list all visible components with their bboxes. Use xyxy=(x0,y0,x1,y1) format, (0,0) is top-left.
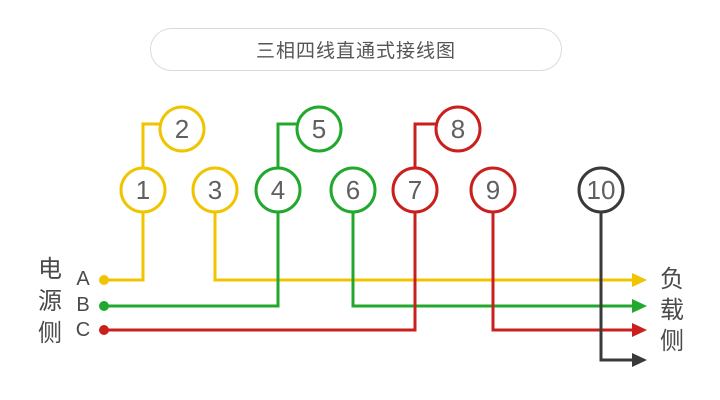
load-side-label: 负载侧 xyxy=(660,266,684,355)
terminal-8-number: 8 xyxy=(451,114,465,144)
wire-b-source-dot xyxy=(99,301,109,311)
wire-n-load xyxy=(599,190,636,362)
terminal-7-number: 7 xyxy=(408,175,422,205)
terminal-8 xyxy=(434,105,482,153)
terminal-10-number: 10 xyxy=(587,175,616,205)
terminal-3 xyxy=(191,166,239,214)
wire-a-source xyxy=(104,190,145,282)
terminal-3-number: 3 xyxy=(208,175,222,205)
terminal-9-number: 9 xyxy=(486,175,500,205)
terminal-2-number: 2 xyxy=(175,114,189,144)
phase-b-label: B xyxy=(76,294,90,316)
wire-c-source-dot xyxy=(99,325,109,335)
diagram-title: 三相四线直通式接线图 xyxy=(150,28,562,71)
terminal-4 xyxy=(254,166,302,214)
terminal-5-number: 5 xyxy=(312,114,326,144)
wire-b-source xyxy=(104,190,280,308)
terminal-6 xyxy=(329,166,377,214)
wire-c-load xyxy=(491,190,636,332)
terminal-5 xyxy=(295,105,343,153)
terminal-10 xyxy=(577,166,625,214)
phase-a-label: A xyxy=(76,268,90,290)
terminal-1 xyxy=(119,166,167,214)
phase-c-label: C xyxy=(75,319,91,341)
wire-b-load xyxy=(351,190,636,308)
terminal-4-number: 4 xyxy=(271,175,285,205)
terminal-6-number: 6 xyxy=(346,175,360,205)
wire-a-source-dot xyxy=(99,275,109,285)
terminal-9 xyxy=(469,166,517,214)
wire-a-load xyxy=(213,190,636,282)
terminal-7 xyxy=(391,166,439,214)
wire-a-arrowhead xyxy=(632,273,647,287)
wire-b-arrowhead xyxy=(632,299,647,313)
terminals: 1 2 3 4 5 6 7 8 9 10 xyxy=(119,105,625,214)
terminal-2 xyxy=(158,105,206,153)
source-side-label: 电源侧 xyxy=(38,256,62,347)
wire-c-arrowhead xyxy=(632,323,647,337)
terminal-1-number: 1 xyxy=(136,175,150,205)
diagram-title-text: 三相四线直通式接线图 xyxy=(255,41,456,62)
wire-c-source xyxy=(104,190,417,332)
wire-n-arrowhead xyxy=(632,353,647,367)
